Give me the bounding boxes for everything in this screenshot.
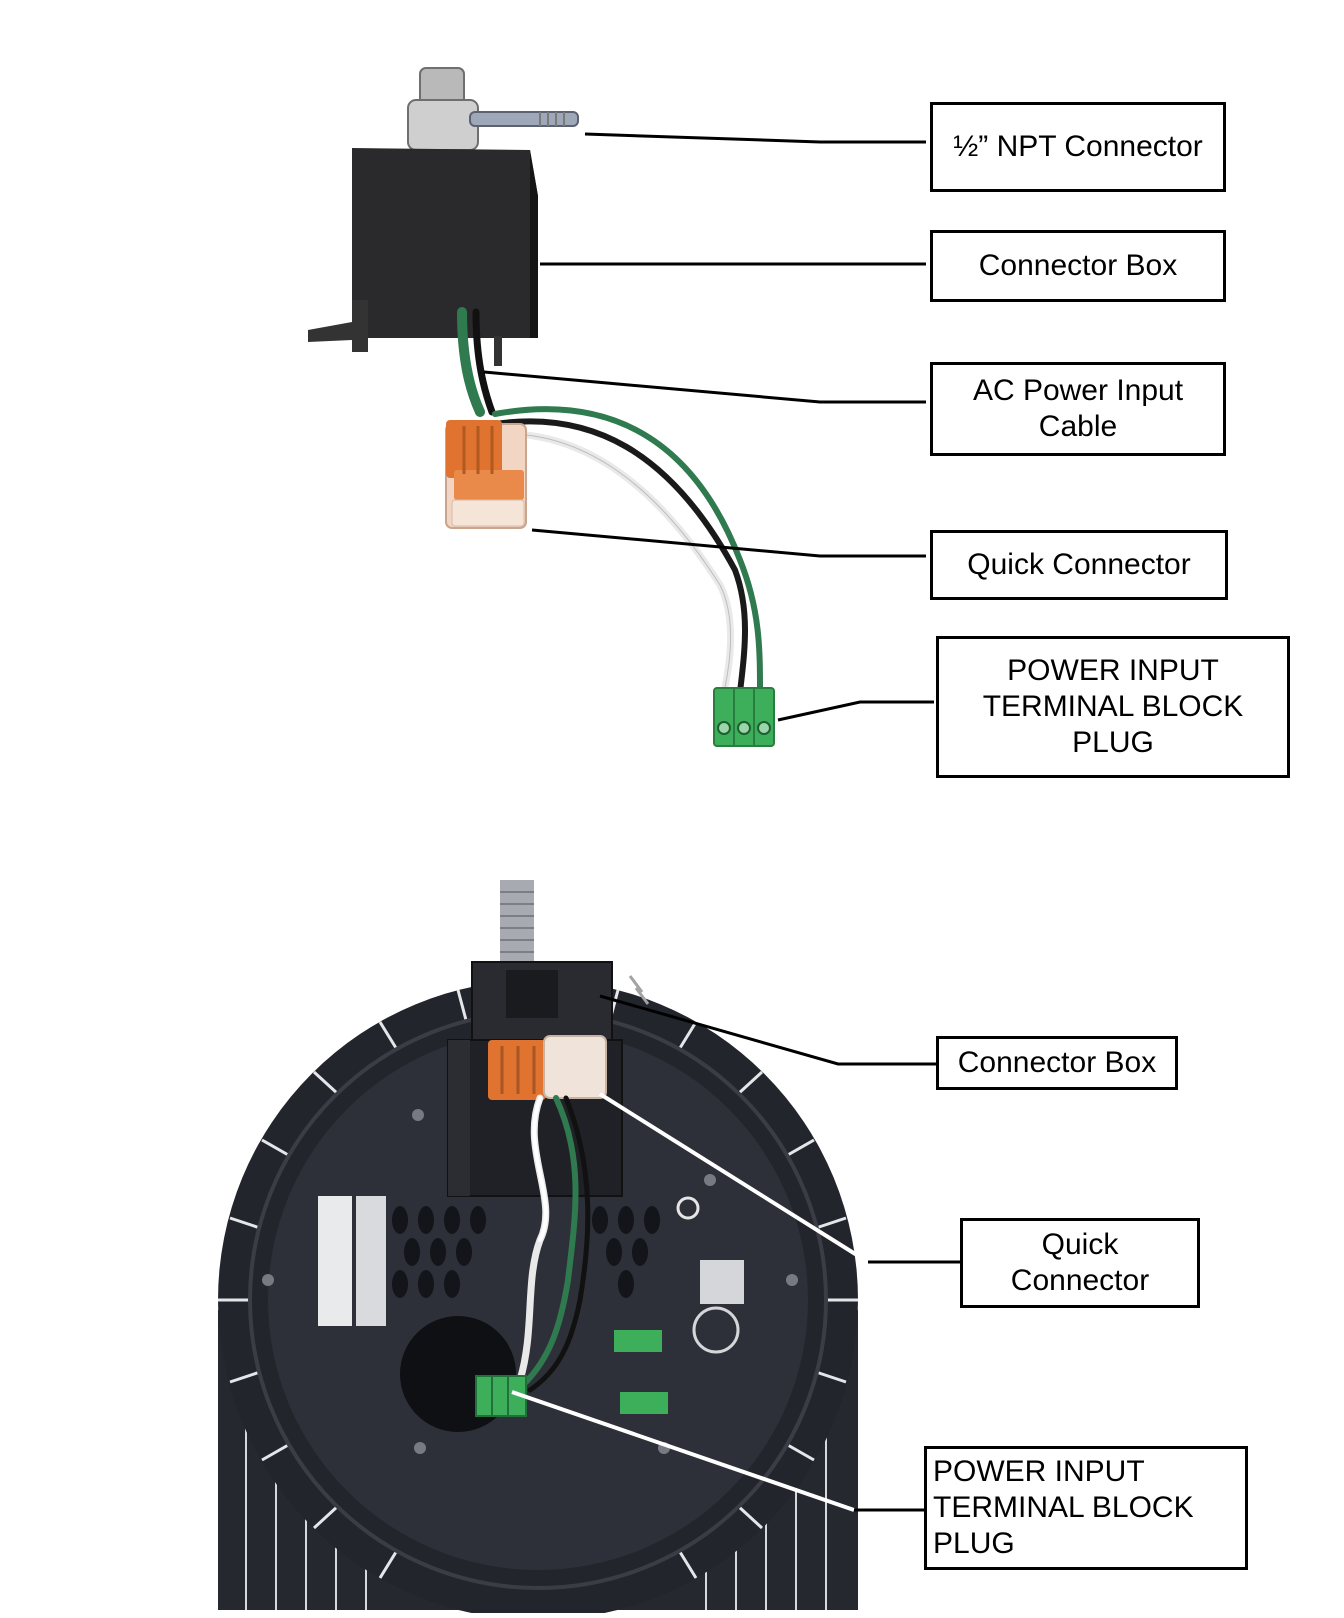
callout-line: Connector Box: [978, 249, 1178, 282]
callout-line: POWER INPUT: [933, 1455, 1145, 1488]
callout-connector-box-bottom: Connector Box: [936, 1036, 1178, 1090]
callout-quick-connector-bottom: Quick Connector: [960, 1218, 1200, 1308]
callout-quick-connector-top: Quick Connector: [930, 530, 1228, 600]
callout-line: TERMINAL BLOCK: [933, 1491, 1194, 1524]
callout-line: TERMINAL BLOCK: [982, 690, 1244, 723]
terminal-block-plug: [713, 687, 775, 747]
leader-ac-power-cable: [483, 370, 926, 404]
fixture-body: [218, 980, 858, 1618]
callout-line: Cable: [1038, 410, 1118, 443]
leader-quick-connector-top: [531, 528, 926, 558]
callout-npt-connector: ½” NPT Connector: [930, 102, 1226, 192]
bottom-leader-lines: [511, 994, 962, 1512]
top-photo: [308, 67, 775, 747]
npt-connector-fitting: [407, 67, 579, 151]
callout-line: PLUG: [1072, 726, 1154, 759]
callout-line: Connector Box: [957, 1046, 1157, 1079]
callout-line: AC Power Input: [972, 374, 1184, 407]
top-leader-lines: [483, 132, 934, 722]
ce-mark: [676, 1196, 700, 1220]
callout-terminal-block-plug-top: POWER INPUT TERMINAL BLOCK PLUG: [936, 636, 1290, 778]
callout-ac-power-input-cable: AC Power Input Cable: [930, 362, 1226, 456]
callout-line: ½” NPT Connector: [953, 130, 1203, 163]
vent-holes: [392, 1206, 660, 1298]
qr-code: [700, 1260, 744, 1304]
bottom-photo: [218, 880, 858, 1618]
leader-terminal-block-top: [777, 700, 934, 722]
wiring-bottom: [516, 1094, 591, 1393]
heat-sink-fins: [218, 980, 858, 1579]
flex-conduit: [500, 880, 534, 964]
callout-connector-box-top: Connector Box: [930, 230, 1226, 302]
callout-terminal-block-plug-bottom: POWER INPUT TERMINAL BLOCK PLUG: [924, 1446, 1248, 1570]
callout-line: Quick: [1041, 1228, 1119, 1261]
leader-npt-connector: [584, 132, 926, 144]
quick-connector-mounted: [488, 1035, 607, 1100]
quick-connector: [445, 420, 527, 529]
leader-quick-connector-bottom-white: [598, 1092, 870, 1264]
callout-line: PLUG: [933, 1527, 1015, 1560]
callout-line: Quick Connector: [967, 548, 1191, 581]
leader-connector-box-bottom: [599, 994, 940, 1066]
callout-line: Connector: [1010, 1264, 1150, 1297]
connector-box: [308, 148, 538, 366]
model-label-plate: [318, 1196, 352, 1326]
leader-terminal-block-bottom-white: [511, 1390, 855, 1512]
callout-line: POWER INPUT: [1007, 654, 1219, 687]
rear-plate: [268, 1030, 808, 1570]
